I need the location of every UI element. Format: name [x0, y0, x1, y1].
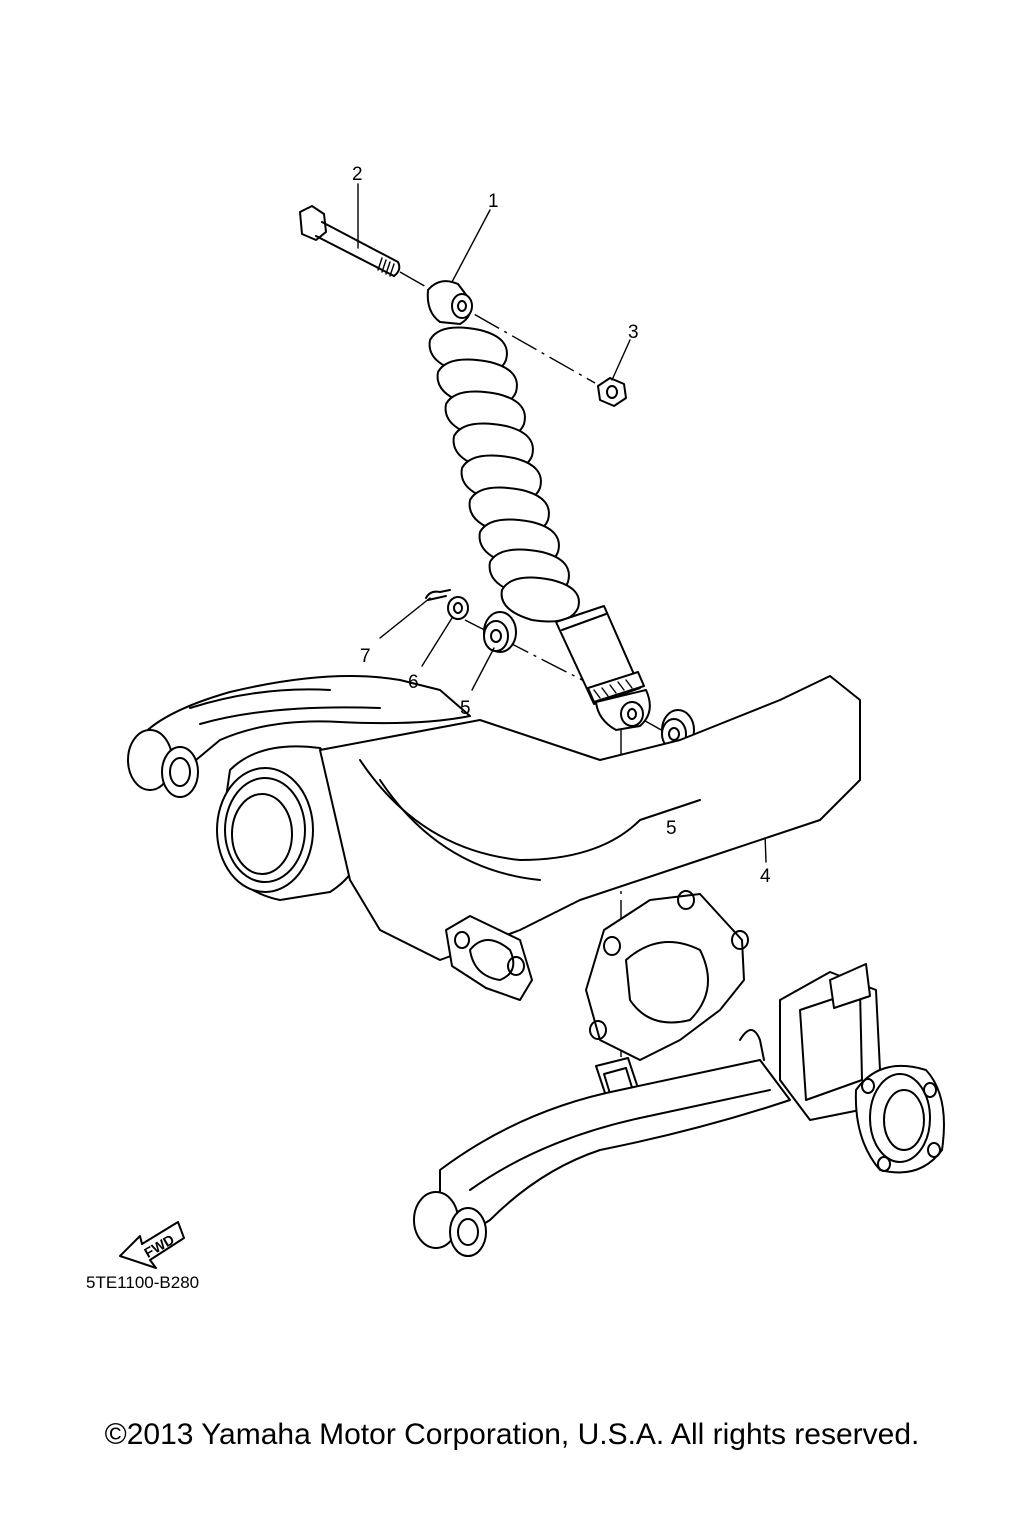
spring-coils — [428, 326, 580, 623]
callout-2: 2 — [352, 164, 363, 185]
callout-5-upper: 5 — [460, 698, 471, 719]
swing-arm-frame — [127, 675, 945, 1257]
part-3-nut — [597, 377, 627, 407]
part-1-shock-absorber — [426, 280, 651, 731]
callout-7: 7 — [360, 646, 371, 667]
callout-6: 6 — [408, 672, 419, 693]
part-7-cotter-pin — [425, 589, 451, 601]
callout-numbers: 2 1 3 7 6 5 5 4 — [352, 164, 771, 887]
part-5-collar-left — [483, 611, 517, 653]
reference-code: 5TE1100-B280 — [86, 1273, 200, 1292]
fwd-arrow: FWD — [119, 1221, 185, 1269]
copyright-notice: ©2013 Yamaha Motor Corporation, U.S.A. A… — [104, 1418, 920, 1451]
callout-1: 1 — [488, 191, 499, 212]
callout-5-lower: 5 — [666, 818, 677, 839]
callout-3: 3 — [628, 322, 639, 343]
leader-lines — [357, 183, 767, 863]
callout-4: 4 — [760, 866, 771, 887]
part-2-upper-bolt — [299, 205, 401, 277]
part-6-washer — [447, 596, 469, 620]
